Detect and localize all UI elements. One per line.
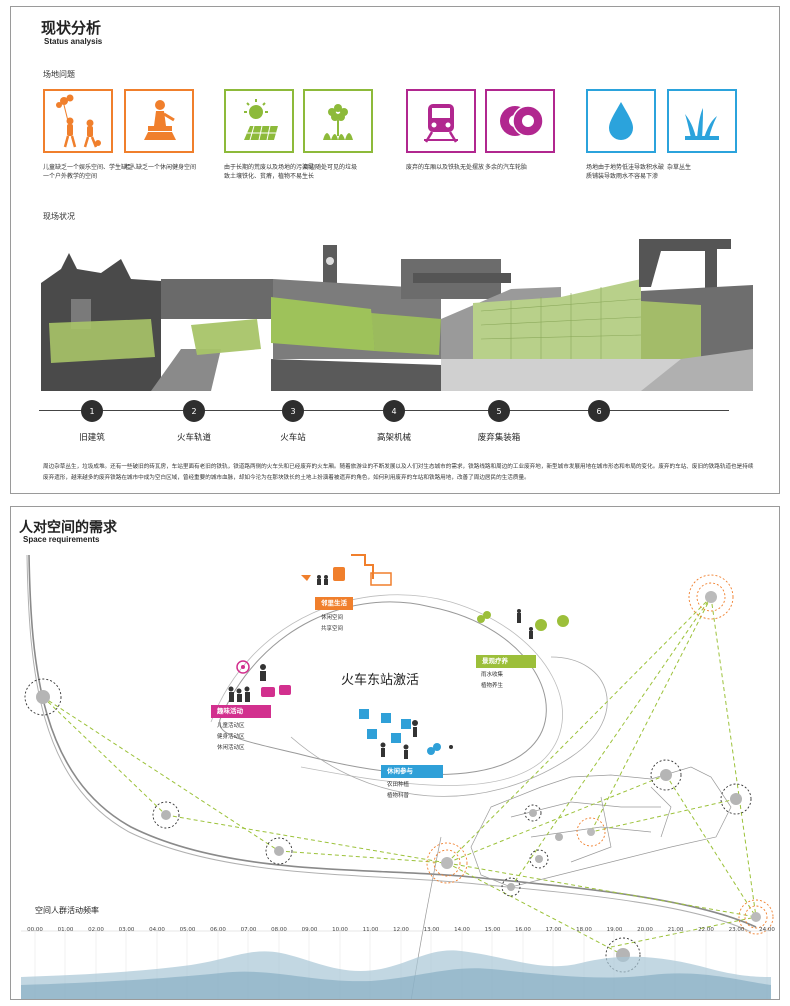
tag-sub-2-0: 儿童活动区 <box>217 723 245 729</box>
issue-desc-7: 场地由于地势低洼导致积水破质铺装导致雨水不容易下渗 <box>586 164 665 180</box>
tag-sub-3-1: 植物科普 <box>387 793 410 799</box>
time-tick-label: 16.00 <box>515 927 531 933</box>
time-tick-label: 02.00 <box>88 927 104 933</box>
time-tick-label: 24.00 <box>759 927 775 933</box>
time-tick-label: 00.00 <box>27 927 43 933</box>
time-tick-label: 18.00 <box>576 927 592 933</box>
issue-desc-3: 由于长期的荒废以及场地的污染导致土壤铁化、贫瘠，植物不易生长 <box>224 164 315 180</box>
center-label: 火车东站激活 <box>341 673 420 688</box>
site-node-5: 5 <box>488 400 510 422</box>
train-icon <box>406 89 476 153</box>
section-title-en: Space requirements <box>23 535 100 544</box>
issue-desc-2: 老人缺乏一个休闲健身空间 <box>124 164 197 171</box>
time-tick-label: 10.00 <box>332 927 348 933</box>
plant-flower-icon <box>303 89 373 153</box>
time-tick-label: 22.00 <box>698 927 714 933</box>
time-tick-label: 20.00 <box>637 927 653 933</box>
site-node-3: 3 <box>282 400 304 422</box>
time-tick-label: 12.00 <box>393 927 409 933</box>
time-tick-label: 06.00 <box>210 927 226 933</box>
issue-desc-4: 周边随处可见的垃圾 <box>303 164 358 171</box>
tag-sub-0-0: 休闲空间 <box>321 615 344 621</box>
time-tick-label: 05.00 <box>179 927 196 933</box>
tag-fun-activities: 趣味活动 <box>211 705 271 718</box>
issue-desc-6: 多余的汽车轮胎 <box>485 164 528 171</box>
issue-desc-5: 废弃的车厢以及铁轨无处摆放 <box>406 164 485 171</box>
tag-sub-1-1: 植物养生 <box>481 683 504 689</box>
section-title-en: Status analysis <box>44 37 103 46</box>
time-tick-label: 13.00 <box>423 927 440 933</box>
space-demand-diagram <box>21 554 774 999</box>
issue-desc-8: 杂草丛生 <box>667 164 692 171</box>
site-node-6: 6 <box>588 400 610 422</box>
issue-desc-1: 儿童缺乏一个娱乐空间、学生缺乏一个户外教学的空间 <box>43 164 134 180</box>
time-tick-label: 03.00 <box>118 927 135 933</box>
status-analysis-panel: 现状分析 Status analysis 场地问题 <box>10 6 780 494</box>
time-tick-label: 14.00 <box>454 927 470 933</box>
water-drop-icon <box>586 89 656 153</box>
site-node-2: 2 <box>183 400 205 422</box>
time-tick-label: 19.00 <box>606 927 623 933</box>
site-node-label-2: 火车轨道 <box>176 433 212 443</box>
tag-leisure-participation: 休闲参与 <box>381 765 443 778</box>
site-heading: 现场状况 <box>43 212 75 221</box>
time-tick-label: 07.00 <box>240 927 257 933</box>
time-tick-label: 11.00 <box>362 927 379 933</box>
section-title-cn: 人对空间的需求 <box>19 520 117 536</box>
tire-icon <box>485 89 555 153</box>
space-requirements-panel: 人对空间的需求 Space requirements <box>10 506 780 1000</box>
children-balloon-icon <box>43 89 113 153</box>
tag-neighborhood-life: 邻里生活 <box>315 597 353 610</box>
site-node-1: 1 <box>81 400 103 422</box>
site-node-4: 4 <box>383 400 405 422</box>
site-description-paragraph: 周边杂草丛生，垃圾成堆。还有一些破旧的砖瓦房，车站里面有老旧的铁轨，铁道路两侧的… <box>43 464 754 481</box>
site-node-label-5: 废弃集装箱 <box>477 433 521 443</box>
tag-sub-0-1: 共享空间 <box>321 626 344 632</box>
tag-sub-2-2: 休闲活动区 <box>217 745 245 751</box>
time-tick-label: 17.00 <box>545 927 562 933</box>
elderly-exercise-icon <box>124 89 194 153</box>
time-tick-label: 15.00 <box>484 927 501 933</box>
solar-panel-icon <box>224 89 294 153</box>
tag-sub-3-0: 农田种植 <box>387 782 410 788</box>
site-node-label-3: 火车站 <box>280 433 306 443</box>
site-node-label-1: 旧建筑 <box>79 433 105 443</box>
time-tick-label: 23.00 <box>728 927 745 933</box>
time-tick-label: 04.00 <box>149 927 165 933</box>
issues-heading: 场地问题 <box>43 70 75 79</box>
site-photo-collage <box>41 239 753 391</box>
time-tick-label: 01.00 <box>57 927 74 933</box>
tag-sub-2-1: 健身活动区 <box>217 734 245 740</box>
tag-sub-1-0: 雨水收集 <box>481 672 504 678</box>
site-node-label-4: 高架机械 <box>376 433 412 443</box>
tag-landscape-therapy: 景观疗养 <box>476 655 536 668</box>
time-tick-label: 21.00 <box>667 927 684 933</box>
section-title-cn: 现状分析 <box>41 19 102 37</box>
frequency-heading: 空间人群活动频率 <box>35 906 99 915</box>
time-tick-label: 09.00 <box>301 927 318 933</box>
weeds-icon <box>667 89 737 153</box>
time-tick-label: 08.00 <box>271 927 287 933</box>
